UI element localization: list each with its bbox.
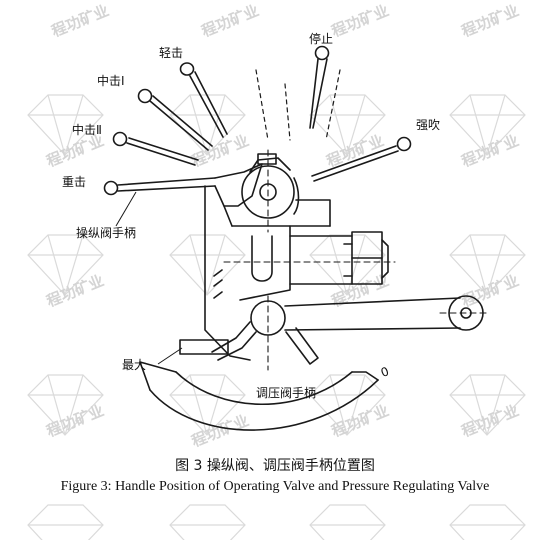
handle-position-mid1 <box>137 88 213 151</box>
label-stop: 停止 <box>309 32 334 46</box>
caption-en: Figure 3: Handle Position of Operating V… <box>60 479 490 494</box>
label-light: 轻击 <box>159 46 184 60</box>
handle-position-mid2 <box>112 131 199 166</box>
label-heavy: 重击 <box>62 175 87 189</box>
pressure-regulating-lever <box>211 295 491 371</box>
adjust-range-arrow <box>139 361 379 431</box>
operating-valve-handle <box>103 163 263 227</box>
label-mid2: 中击Ⅱ <box>72 123 102 137</box>
handle-position-stop <box>309 45 330 129</box>
handle-position-blow <box>311 136 412 182</box>
upper-pivot-hub <box>241 153 300 219</box>
handle-position-light <box>179 62 228 138</box>
label-mid1: 中击Ⅰ <box>97 74 125 88</box>
caption-cn: 图 3 操纵阀、调压阀手柄位置图 <box>175 458 375 474</box>
label-operating-handle: 操纵阀手柄 <box>76 226 137 240</box>
label-blow: 强吹 <box>416 118 441 132</box>
label-regulating-handle: 调压阀手柄 <box>256 386 317 400</box>
label-max: 最大 <box>122 358 147 372</box>
